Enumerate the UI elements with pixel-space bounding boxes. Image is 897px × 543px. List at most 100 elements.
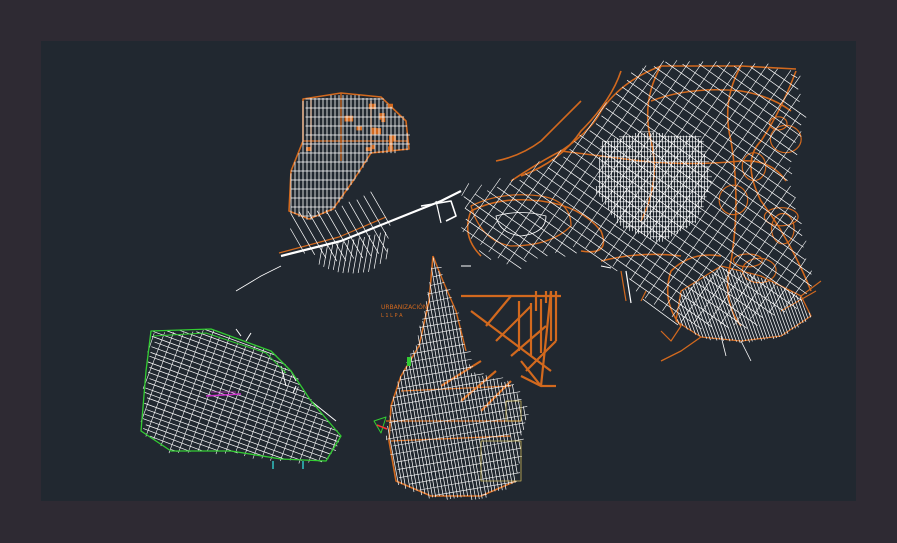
- east-fan-street: [685, 288, 704, 338]
- south-suburb-street: [373, 232, 381, 269]
- west-suburb-street: [325, 210, 355, 259]
- south-suburb-street: [342, 239, 350, 274]
- town-street: [470, 178, 514, 239]
- east-fan-street: [799, 296, 809, 319]
- arterial-road: [600, 253, 682, 262]
- parcel-block: [389, 135, 396, 142]
- south-town-street: [385, 435, 388, 441]
- east-fan-street: [753, 274, 778, 339]
- town-street: [662, 112, 801, 311]
- east-fan-street: [716, 269, 744, 343]
- arterial-road: [520, 70, 622, 177]
- east-fan-street: [701, 280, 724, 342]
- west-suburb-street: [316, 210, 347, 261]
- survey-marker-red: [376, 424, 388, 430]
- south-town-street: [392, 396, 411, 488]
- southwest-spur: [235, 328, 252, 342]
- east-fan-street: [776, 285, 794, 330]
- south-town-street: [389, 415, 403, 485]
- town-street: [464, 207, 538, 259]
- south-suburb-street: [337, 241, 344, 273]
- parcel-block: [306, 147, 311, 152]
- town-street: [615, 93, 802, 225]
- annotation-layer: [205, 357, 522, 482]
- town-street: [629, 278, 702, 330]
- south-town-street: [425, 305, 454, 312]
- southwest-street: [149, 378, 338, 447]
- parcel-block: [373, 128, 382, 135]
- south-suburb-street: [379, 232, 387, 265]
- town-street: [465, 184, 483, 209]
- south-suburb-street: [352, 237, 360, 274]
- south-town-street: [397, 381, 418, 491]
- spur-road: [620, 270, 682, 342]
- south-town-street: [478, 376, 500, 491]
- east-fan-street: [735, 270, 763, 341]
- town-street: [611, 100, 803, 236]
- southwest-street: [149, 367, 341, 438]
- south-town-street: [417, 335, 448, 500]
- east-fan-street: [746, 274, 771, 338]
- east-fan-street: [808, 312, 812, 318]
- town-street: [630, 68, 778, 281]
- parcel-block: [387, 103, 394, 109]
- south-town-street: [417, 336, 464, 345]
- east-fan-street: [768, 280, 789, 334]
- south-town-street: [482, 375, 503, 491]
- east-fan-street: [698, 281, 721, 340]
- south-town-street: [391, 406, 407, 489]
- bridge-connector: [435, 200, 442, 224]
- town-street: [461, 183, 470, 196]
- south-town-street: [523, 406, 527, 421]
- south-town-street: [398, 455, 522, 478]
- town-street: [698, 63, 802, 137]
- south-town-street: [429, 282, 469, 497]
- west-suburb-street: [334, 209, 364, 259]
- south-town-street: [406, 351, 471, 363]
- southwest-street: [147, 371, 340, 443]
- south-town-street: [438, 271, 480, 500]
- east-fan-street: [783, 288, 799, 328]
- southwest-street: [145, 332, 185, 437]
- orange-street-grid: [470, 310, 552, 372]
- southwest-street: [252, 367, 287, 459]
- south-town-street: [485, 375, 507, 490]
- east-fan-street: [692, 283, 714, 340]
- southwest-street: [150, 352, 323, 416]
- southwest-street: [205, 329, 277, 356]
- town-street: [671, 131, 802, 318]
- southwest-street: [143, 428, 204, 452]
- south-town-street: [468, 364, 471, 369]
- loop-road: [718, 184, 749, 216]
- south-suburb-street: [328, 244, 334, 270]
- east-fan-street: [679, 307, 688, 330]
- drawing-canvas[interactable]: URBANIZACIÓN L 1 L P A: [41, 41, 856, 501]
- east-fan-street: [705, 275, 731, 342]
- southwest-street: [149, 435, 191, 452]
- south-town-street: [390, 406, 528, 431]
- southwest-street: [179, 329, 292, 372]
- east-fan-street: [682, 289, 700, 337]
- orange-street-grid: [460, 370, 497, 402]
- town-street: [589, 130, 812, 287]
- southwest-spur: [292, 385, 297, 394]
- southwest-street: [151, 335, 307, 393]
- southwest-street: [142, 418, 238, 454]
- boundary-layer: [140, 328, 342, 462]
- town-street: [653, 66, 792, 163]
- east-fan-street: [764, 279, 786, 336]
- town-street: [462, 177, 501, 233]
- east-fan-street: [687, 287, 708, 339]
- town-street: [665, 61, 798, 156]
- southwest-street: [166, 330, 299, 380]
- cad-map: URBANIZACIÓN L 1 L P A: [140, 60, 822, 500]
- town-street: [523, 60, 665, 259]
- east-fan-street: [743, 273, 768, 339]
- town-street: [547, 167, 764, 319]
- south-town-street: [413, 350, 440, 497]
- east-fan-boundary: [675, 265, 812, 342]
- orange-street-grid: [485, 295, 512, 327]
- west-suburb-street: [290, 228, 306, 254]
- south-town-street: [409, 343, 465, 355]
- southwest-street: [318, 427, 332, 462]
